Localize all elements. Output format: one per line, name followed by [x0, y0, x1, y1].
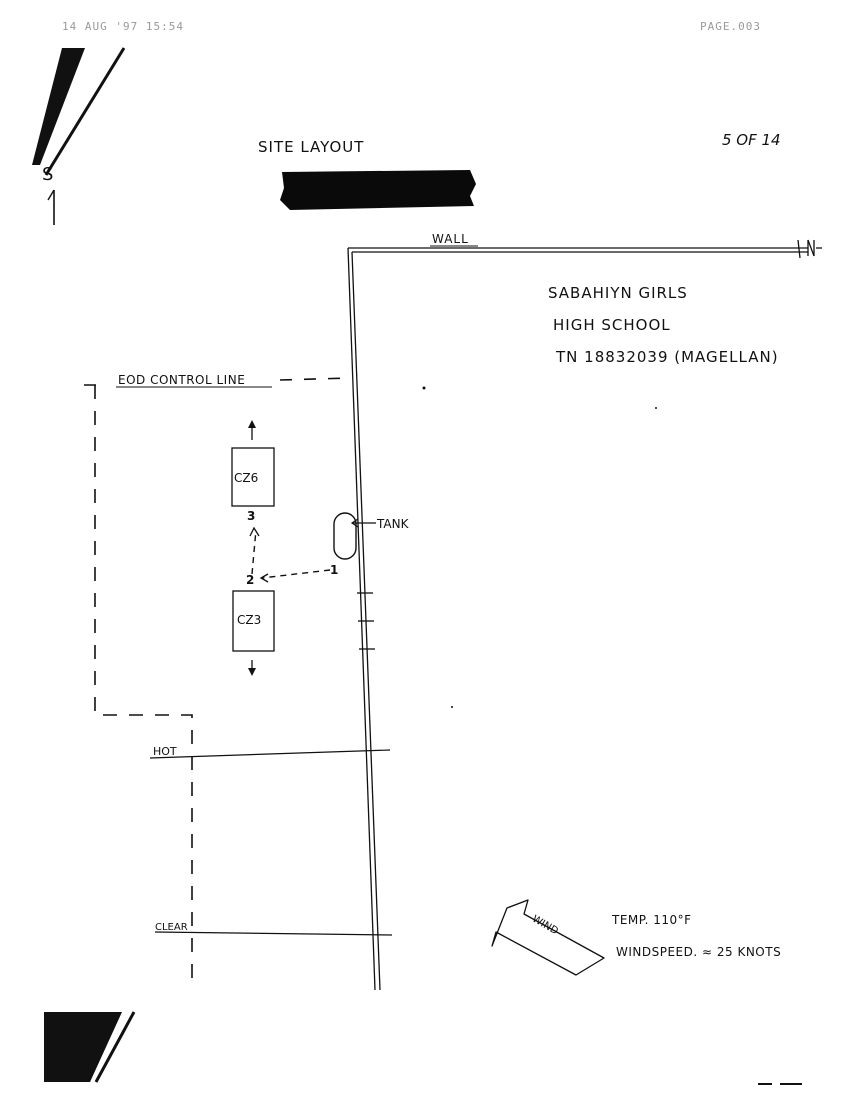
- hot-line: [149, 749, 391, 759]
- fax-timestamp: 14 AUG '97 15:54: [62, 20, 184, 33]
- clear-label: CLEAR: [155, 922, 188, 933]
- page-count: 5 OF 14: [722, 131, 781, 149]
- page-title: SITE LAYOUT: [258, 138, 364, 156]
- tank-shape: [333, 512, 357, 560]
- north-marker-icon: [807, 239, 822, 257]
- route-path: [251, 529, 331, 579]
- grid-reference: TN 18832039 (MAGELLAN): [555, 348, 779, 366]
- hot-label: HOT: [153, 745, 177, 758]
- route-point-1: 1: [330, 563, 338, 577]
- site-name-line1: SABAHIYN GIRLS: [548, 284, 688, 302]
- route-arrow-up-icon: [249, 526, 260, 537]
- corner-mark-bottom: [44, 1011, 136, 1083]
- vehicle-cz6: [231, 420, 275, 507]
- route-point-3: 3: [247, 509, 255, 523]
- fax-page-number: PAGE.003: [700, 20, 761, 33]
- redaction-bar: [280, 170, 476, 210]
- site-name-line2: HIGH SCHOOL: [553, 316, 671, 334]
- tank-pointer-arrow-icon: [350, 518, 376, 528]
- north-marker-label: S: [42, 164, 53, 185]
- control-line-label: EOD CONTROL LINE: [118, 373, 245, 387]
- wall-tick-marks: [357, 592, 375, 650]
- route-arrow-icon: [259, 573, 269, 583]
- windspeed-reading: WINDSPEED. ≈ 25 KNOTS: [616, 945, 781, 959]
- corner-mark-top: [32, 47, 126, 176]
- vehicle-cz3-label: CZ3: [237, 613, 261, 627]
- clear-line: [154, 931, 393, 936]
- tank-label: TANK: [376, 517, 410, 531]
- vehicle-cz6-label: CZ6: [234, 471, 258, 485]
- wall-label: WALL: [432, 232, 469, 246]
- scan-specks: [422, 386, 802, 1085]
- route-point-2: 2: [246, 573, 254, 587]
- eod-control-line: [94, 385, 193, 990]
- wind-arrow-icon: [491, 899, 605, 976]
- north-arrow-icon: [47, 189, 55, 225]
- eod-control-line-top: [84, 377, 351, 386]
- temperature-reading: TEMP. 110°F: [611, 913, 692, 927]
- vehicle-cz3: [232, 590, 275, 676]
